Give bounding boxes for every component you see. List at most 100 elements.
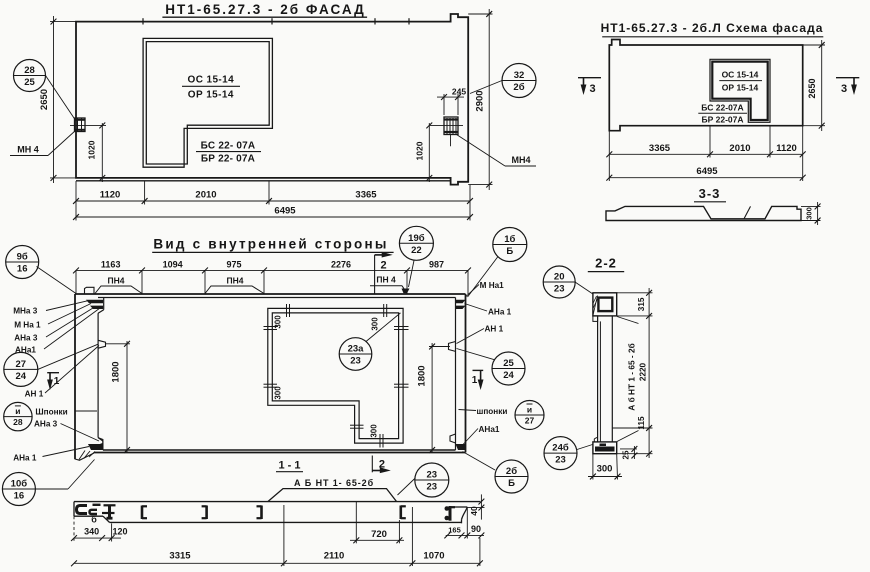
- svg-text:2-2: 2-2: [595, 256, 617, 271]
- svg-text:2650: 2650: [39, 89, 50, 110]
- svg-text:МН 4: МН 4: [17, 145, 39, 155]
- svg-text:720: 720: [371, 529, 387, 540]
- svg-text:90: 90: [471, 524, 481, 534]
- svg-text:16: 16: [14, 491, 25, 502]
- svg-text:ОР 15-14: ОР 15-14: [722, 83, 759, 93]
- svg-text:23: 23: [427, 470, 438, 481]
- svg-text:9б: 9б: [17, 252, 28, 263]
- svg-text:245: 245: [452, 86, 466, 96]
- svg-text:б: б: [91, 515, 97, 525]
- svg-text:340: 340: [84, 527, 99, 537]
- svg-text:3365: 3365: [649, 143, 671, 154]
- svg-text:АН 1: АН 1: [485, 325, 504, 334]
- svg-text:1094: 1094: [163, 259, 183, 269]
- svg-text:23: 23: [555, 455, 566, 466]
- svg-text:2: 2: [379, 459, 385, 471]
- svg-text:987: 987: [429, 259, 444, 269]
- svg-text:115: 115: [637, 416, 646, 430]
- svg-text:ОС 15-14: ОС 15-14: [722, 70, 759, 80]
- svg-text:23: 23: [350, 356, 361, 367]
- svg-text:Б: Б: [508, 478, 515, 489]
- svg-text:ПН4: ПН4: [108, 275, 125, 285]
- svg-text:М На1: М На1: [480, 281, 505, 290]
- svg-text:А б НТ 1 - 65 - 2б: А б НТ 1 - 65 - 2б: [627, 343, 637, 410]
- svg-text:16: 16: [17, 264, 28, 275]
- svg-text:24: 24: [16, 371, 27, 382]
- svg-text:АНа 1: АНа 1: [13, 454, 37, 463]
- svg-text:300: 300: [805, 207, 814, 220]
- svg-text:300: 300: [597, 464, 613, 475]
- svg-text:6495: 6495: [274, 206, 296, 217]
- svg-text:2010: 2010: [195, 190, 216, 201]
- svg-text:3365: 3365: [355, 190, 377, 201]
- svg-text:ОР 15-14: ОР 15-14: [188, 90, 234, 101]
- svg-text:ПН4: ПН4: [227, 275, 244, 285]
- svg-text:2б: 2б: [513, 82, 524, 93]
- svg-text:АНа 3: АНа 3: [14, 334, 38, 343]
- svg-text:1800: 1800: [417, 365, 428, 386]
- svg-text:19б: 19б: [408, 233, 425, 244]
- svg-text:3315: 3315: [169, 551, 191, 562]
- svg-text:1020: 1020: [87, 140, 97, 159]
- svg-text:и: и: [15, 406, 20, 416]
- svg-text:АНа1: АНа1: [15, 346, 36, 355]
- svg-text:24б: 24б: [552, 443, 569, 454]
- svg-text:МН4: МН4: [511, 155, 530, 165]
- svg-text:23: 23: [427, 482, 438, 493]
- svg-text:24: 24: [503, 370, 514, 381]
- svg-text:1070: 1070: [423, 551, 444, 562]
- svg-text:6495: 6495: [696, 166, 718, 177]
- svg-text:40: 40: [469, 506, 479, 516]
- svg-text:1800: 1800: [111, 361, 122, 382]
- svg-text:3: 3: [589, 83, 595, 95]
- svg-text:АНа1: АНа1: [479, 425, 500, 434]
- svg-text:120: 120: [112, 527, 127, 537]
- svg-text:165: 165: [448, 526, 461, 535]
- svg-text:2б: 2б: [506, 466, 517, 477]
- svg-text:3: 3: [841, 83, 847, 95]
- svg-text:975: 975: [226, 259, 241, 269]
- svg-text:2010: 2010: [729, 143, 750, 154]
- svg-text:27: 27: [16, 359, 27, 370]
- svg-text:20: 20: [554, 272, 565, 283]
- svg-text:2276: 2276: [331, 259, 351, 269]
- svg-text:300: 300: [371, 317, 380, 331]
- svg-text:2220: 2220: [639, 362, 648, 381]
- svg-text:НТ1-65.27.3 - 2б ФАСАД: НТ1-65.27.3 - 2б ФАСАД: [165, 2, 366, 17]
- svg-text:3-3: 3-3: [699, 186, 721, 201]
- svg-text:23а: 23а: [348, 344, 365, 355]
- svg-text:БС 22-07А: БС 22-07А: [701, 103, 743, 113]
- svg-text:2900: 2900: [475, 90, 486, 111]
- svg-text:БР 22-07А: БР 22-07А: [701, 115, 743, 125]
- svg-text:АНа 1: АНа 1: [488, 308, 512, 317]
- svg-text:и: и: [527, 405, 532, 415]
- svg-text:А Б НТ 1- 65-2б: А Б НТ 1- 65-2б: [294, 478, 374, 488]
- svg-text:32: 32: [514, 70, 525, 81]
- svg-text:300: 300: [273, 386, 282, 400]
- svg-text:10б: 10б: [11, 479, 28, 490]
- svg-text:1: 1: [54, 376, 60, 387]
- svg-text:2: 2: [380, 260, 386, 272]
- svg-text:Б: Б: [506, 246, 513, 257]
- svg-text:2650: 2650: [807, 78, 817, 98]
- svg-text:1020: 1020: [415, 141, 425, 160]
- svg-text:БС 22- 07А: БС 22- 07А: [201, 141, 256, 152]
- svg-text:27: 27: [525, 416, 535, 426]
- svg-text:315: 315: [637, 297, 646, 311]
- svg-text:НТ1-65.27.3 - 2б.Л Схема фасад: НТ1-65.27.3 - 2б.Л Схема фасада: [601, 21, 824, 35]
- svg-text:МНа 3: МНа 3: [13, 307, 38, 316]
- svg-text:1163: 1163: [101, 259, 121, 269]
- svg-text:28: 28: [13, 417, 23, 427]
- svg-text:1120: 1120: [776, 143, 797, 154]
- svg-text:шпонки: шпонки: [477, 407, 508, 416]
- svg-text:22: 22: [411, 245, 422, 256]
- svg-text:23: 23: [554, 284, 565, 295]
- svg-text:2110: 2110: [324, 551, 345, 562]
- svg-text:1120: 1120: [100, 190, 121, 201]
- svg-text:25: 25: [24, 77, 35, 88]
- svg-text:БР 22- 07А: БР 22- 07А: [201, 154, 255, 165]
- svg-text:М На 1: М На 1: [14, 321, 41, 330]
- svg-text:25: 25: [503, 358, 514, 369]
- svg-text:ОС 15-14: ОС 15-14: [188, 75, 235, 86]
- svg-text:АН 1: АН 1: [25, 390, 44, 399]
